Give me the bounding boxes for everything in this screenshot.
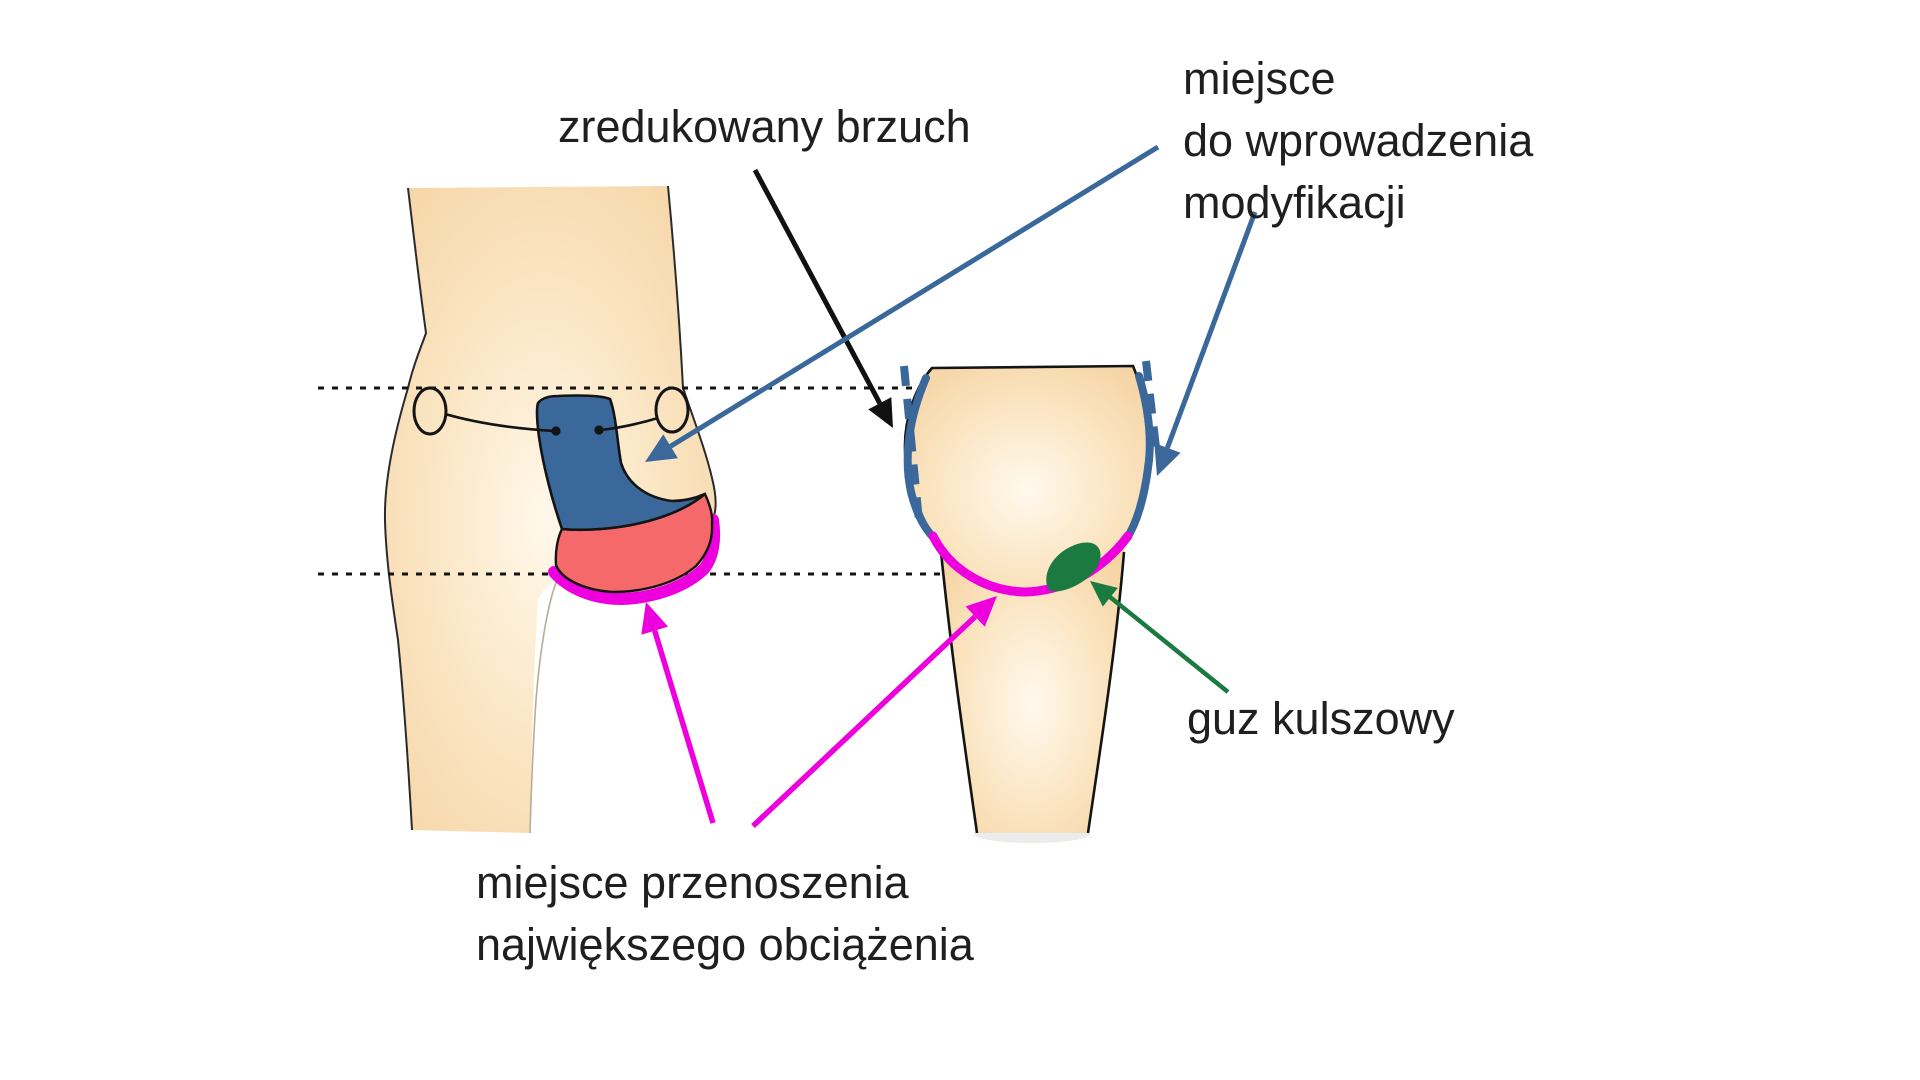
stump-load-arc-magenta	[928, 531, 1133, 597]
label-modification-site-line1: miejsce	[1183, 53, 1336, 104]
left-connector-dot	[551, 426, 561, 436]
right-hip-marker-ellipse	[654, 386, 690, 434]
ischial-tuberosity-blob	[1046, 542, 1101, 592]
stump-left-blue-contour	[903, 374, 938, 542]
right-leg-right-outline	[1086, 551, 1126, 834]
label-modification-site-line2: do wprowadzenia	[1183, 115, 1534, 166]
stump-right-blue-contour	[1123, 372, 1154, 542]
right-connector-curve	[600, 416, 659, 432]
left-figure-inner-thigh-edge	[529, 577, 559, 834]
left-figure-body	[384, 186, 716, 833]
reduced-abdomen-arrow	[752, 168, 893, 428]
left-figure-left-outline	[383, 187, 428, 831]
label-modification-site: miejsce do wprowadzenia modyfikacji	[1183, 48, 1533, 234]
reduced-abdomen-flap-blue	[535, 394, 706, 532]
label-load-transfer-line2: największego obciążenia	[476, 919, 974, 970]
right-leg-left-outline	[939, 551, 979, 834]
ischial-tuberosity-arrow	[1090, 581, 1230, 694]
label-ischial-tuberosity: guz kulszowy	[1187, 693, 1455, 744]
label-load-transfer-line1: miejsce przenoszenia	[476, 857, 909, 908]
left-load-edge-magenta-band	[548, 514, 721, 606]
load-transfer-arrow-right	[751, 596, 997, 829]
label-load-transfer: miejsce przenoszenia największego obciąż…	[476, 852, 974, 976]
left-hip-marker-ellipse	[412, 386, 448, 436]
stump-left-dashed-line	[900, 365, 923, 522]
load-transfer-arrow-left	[641, 602, 716, 824]
right-connector-dot	[594, 425, 604, 435]
modification-site-arrow-right	[1154, 211, 1258, 476]
left-connector-curve	[444, 412, 555, 433]
label-modification-site-line3: modyfikacji	[1183, 177, 1406, 228]
stump-right-dashed-line	[1142, 360, 1161, 457]
modification-site-arrow-left	[645, 144, 1160, 462]
label-reduced-abdomen: zredukowany brzuch	[558, 101, 971, 152]
